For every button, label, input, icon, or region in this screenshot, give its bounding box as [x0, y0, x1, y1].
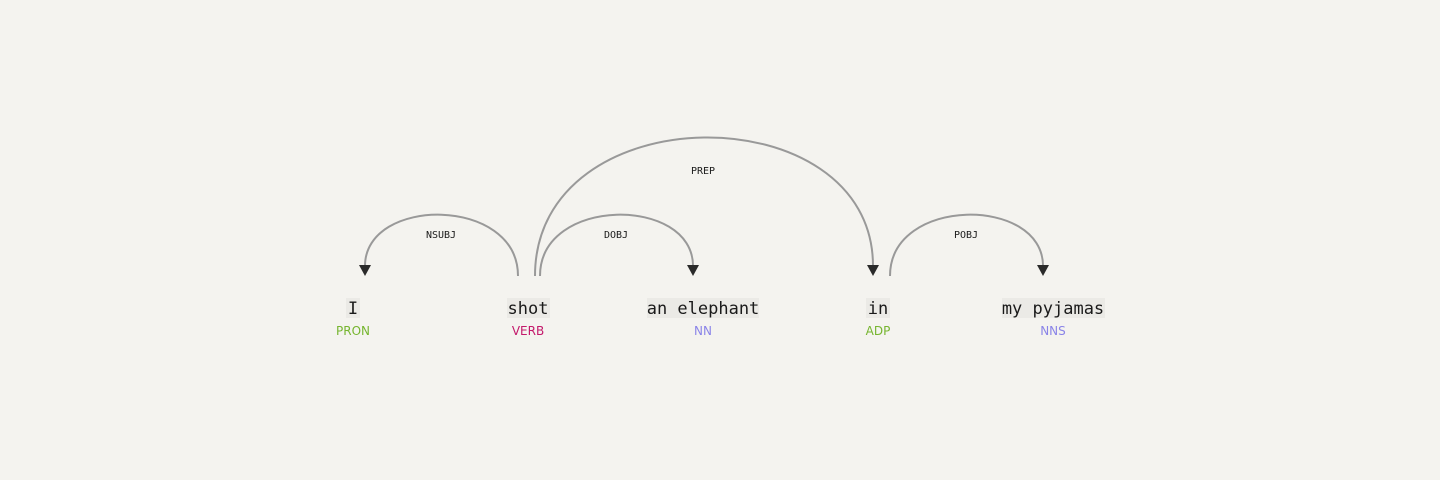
token-0-word: I: [348, 299, 358, 319]
token-3-word: in: [868, 299, 888, 319]
token-0-tag: PRON: [336, 324, 370, 338]
token-3: in ADP: [866, 298, 891, 338]
arc-pobj-label: POBJ: [954, 230, 978, 241]
token-1-tag: VERB: [512, 324, 544, 338]
token-4-tag: NNS: [1040, 324, 1066, 338]
token-2-tag: NN: [694, 324, 712, 338]
token-0: I PRON: [336, 298, 370, 338]
arc-pobj: POBJ: [889, 213, 1049, 277]
token-4-word: my pyjamas: [1002, 299, 1104, 319]
token-2-word: an elephant: [647, 299, 760, 319]
arc-nsubj-label: NSUBJ: [426, 230, 456, 241]
token-4-highlight: [1002, 298, 1105, 318]
token-3-tag: ADP: [866, 324, 891, 338]
arc-dobj-label: DOBJ: [604, 230, 628, 241]
arc-prep-curve: [534, 136, 874, 277]
arc-dobj-arrowhead: [687, 265, 699, 276]
arc-prep-arrowhead: [867, 265, 879, 276]
arc-pobj-arrowhead: [1037, 265, 1049, 276]
arc-nsubj-arrowhead: [359, 265, 371, 276]
token-3-highlight: [866, 298, 890, 318]
arc-dobj: DOBJ: [539, 213, 699, 277]
token-0-highlight: [346, 298, 360, 318]
arc-nsubj: NSUBJ: [359, 213, 519, 277]
token-2: an elephant NN: [647, 298, 760, 338]
arc-prep-label: PREP: [691, 166, 715, 177]
token-2-highlight: [647, 298, 759, 318]
arc-dobj-curve: [539, 213, 694, 277]
arc-nsubj-curve: [364, 213, 519, 277]
arc-prep: PREP: [534, 136, 879, 277]
token-4: my pyjamas NNS: [1002, 298, 1105, 338]
token-1-highlight: [507, 298, 550, 318]
token-1-word: shot: [508, 299, 549, 319]
arc-pobj-curve: [889, 213, 1044, 277]
token-1: shot VERB: [507, 298, 550, 338]
